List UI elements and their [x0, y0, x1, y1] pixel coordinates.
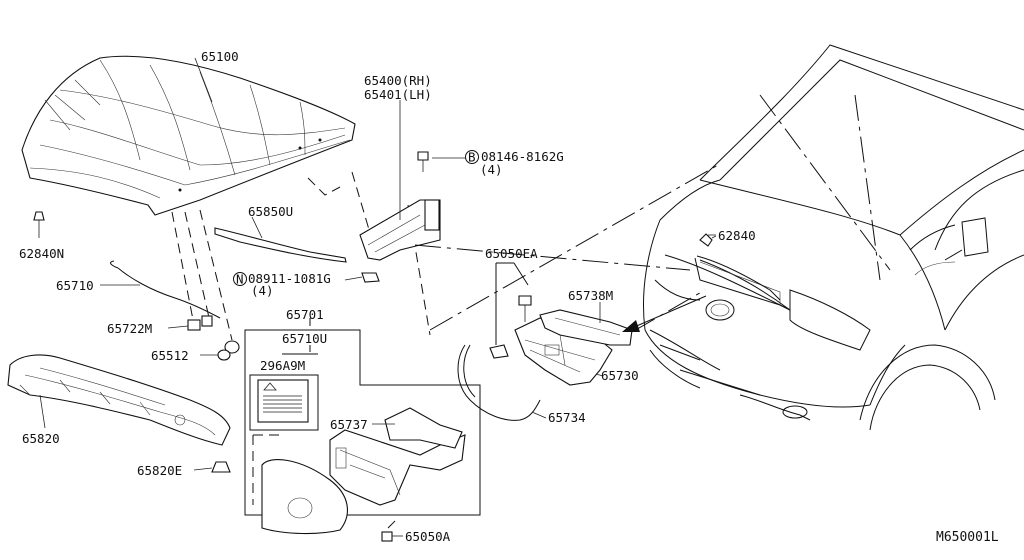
bolts-65050ea — [489, 262, 532, 359]
label-65737: 65737 — [330, 417, 368, 432]
insulator-65820 — [7, 354, 231, 446]
seal-65734 — [457, 344, 547, 421]
label-65820e: 65820E — [137, 463, 182, 478]
vehicle-front — [643, 44, 1024, 431]
label-65738m: 65738M — [568, 288, 613, 303]
nut-circle-letter: N — [236, 272, 244, 287]
warning-label-296a9m — [257, 379, 309, 423]
label-65710: 65710 — [56, 278, 94, 293]
location-arrow — [622, 295, 707, 332]
label-65734: 65734 — [548, 410, 586, 425]
label-62840n: 62840N — [19, 246, 64, 261]
grommet-65512 — [200, 340, 240, 361]
label-65400: 65400(RH) — [364, 73, 432, 88]
kit-bracket-lines — [244, 318, 481, 516]
label-65701: 65701 — [286, 307, 324, 322]
bolt-65050a — [381, 517, 403, 542]
vehicle-alignment-lines — [414, 164, 719, 333]
label-65050ea: 65050EA — [485, 246, 538, 261]
lock-support-65737 — [329, 407, 466, 506]
label-65820: 65820 — [22, 431, 60, 446]
emblem-plate-65710u — [261, 459, 348, 535]
label-65850u: 65850U — [248, 204, 293, 219]
label-65050a: 65050A — [405, 529, 451, 544]
label-08911-qty: (4) — [251, 283, 274, 298]
label-65722m: 65722M — [107, 321, 152, 336]
label-08146: 08146-8162G — [481, 149, 564, 164]
label-65512: 65512 — [151, 348, 189, 363]
label-62840: 62840 — [718, 228, 756, 243]
label-65401: 65401(LH) — [364, 87, 432, 102]
label-08146-qty: (4) — [480, 162, 503, 177]
seal-65850u — [214, 216, 347, 263]
bolt-circle-mark: B — [465, 150, 479, 165]
label-65730: 65730 — [601, 368, 639, 383]
clip-65722m — [167, 315, 213, 331]
hood-panel — [21, 55, 356, 216]
nut-circle-mark: N — [233, 272, 247, 287]
bolt-circle-letter: B — [468, 150, 476, 165]
clip-65820e — [193, 461, 231, 473]
hood-hinge — [359, 100, 441, 261]
label-65710u: 65710U — [282, 331, 327, 346]
release-cable-65710 — [100, 260, 221, 319]
nut-08911 — [344, 272, 380, 283]
cover-65738m — [539, 302, 633, 346]
reference-code: M650001L — [936, 530, 999, 545]
label-08911: 08911-1081G — [248, 271, 331, 286]
label-65100: 65100 — [201, 49, 239, 64]
bolt-62840n — [33, 211, 45, 238]
label-296a9m: 296A9M — [260, 358, 305, 373]
bolt-08146 — [417, 151, 466, 172]
